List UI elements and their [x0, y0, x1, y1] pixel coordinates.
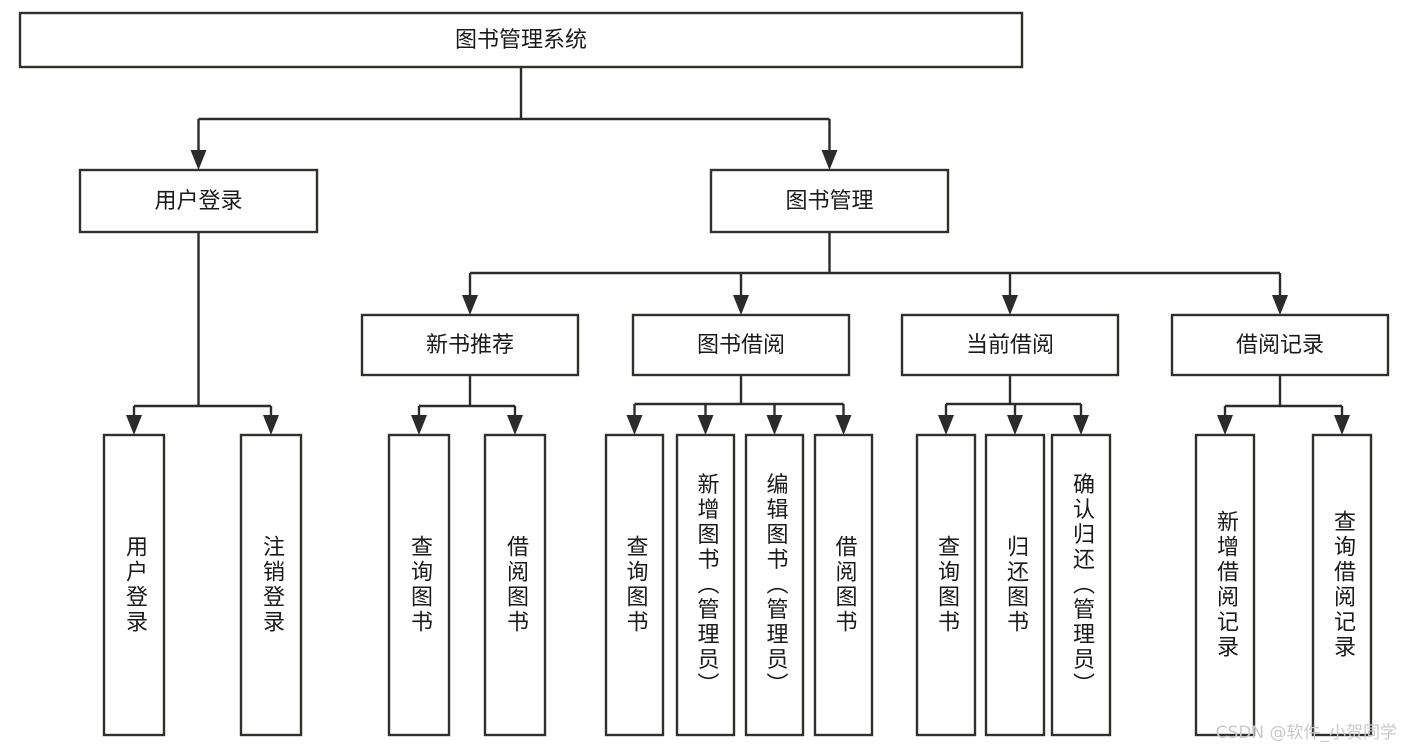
leaf-user-login-box — [102, 433, 166, 737]
arrowhead-leaf-edit-book-admin — [766, 415, 783, 435]
arrowhead-new-book-recommend — [462, 295, 478, 315]
node-book-manage-label: 图书管理 — [785, 189, 873, 214]
arrowhead-user-login — [190, 150, 207, 170]
leaf-add-book-admin[interactable]: 新增图书（管理员） — [675, 433, 736, 737]
leaf-add-borrow-record-label: 新增借阅记录 — [1213, 510, 1239, 660]
leaf-logout[interactable]: 注销登录 — [239, 433, 303, 737]
node-current-borrow-box — [900, 313, 1120, 377]
node-borrow-record-box — [1170, 313, 1390, 377]
arrowhead-leaf-borrow-book — [835, 415, 852, 435]
leaf-edit-book-admin-label: 编辑图书（管理员） — [763, 473, 789, 698]
leaf-query-book-recommend[interactable]: 查询图书 — [387, 433, 451, 737]
node-book-borrow-label: 图书借阅 — [697, 333, 785, 358]
leaf-return-book-label: 归还图书 — [1003, 535, 1029, 635]
arrowhead-borrow-record — [1272, 295, 1288, 315]
node-book-borrow[interactable]: 图书借阅 — [631, 313, 851, 377]
leaf-borrow-book[interactable]: 借阅图书 — [813, 433, 874, 737]
node-new-book-recommend[interactable]: 新书推荐 — [360, 313, 580, 377]
arrowhead-leaf-query-borrow-record — [1334, 415, 1350, 435]
leaf-edit-book-admin[interactable]: 编辑图书（管理员） — [744, 433, 805, 737]
leaf-edit-book-admin-box — [744, 433, 805, 737]
leaf-borrow-book-label: 借阅图书 — [832, 535, 858, 635]
leaf-query-borrow-record-box — [1311, 433, 1373, 737]
node-root-box — [18, 11, 1024, 69]
leaf-query-book-recommend-label: 查询图书 — [407, 535, 433, 635]
leaf-confirm-return-admin-box — [1050, 433, 1112, 737]
leaf-user-login[interactable]: 用户登录 — [102, 433, 166, 737]
arrowhead-leaf-return-book — [1007, 415, 1023, 435]
node-user-login-box — [78, 168, 319, 234]
watermark-text: CSDN @软件_小贺同学 — [1215, 723, 1397, 743]
node-new-book-recommend-label: 新书推荐 — [426, 333, 514, 358]
leaf-add-borrow-record[interactable]: 新增借阅记录 — [1194, 433, 1256, 737]
node-borrow-record-label: 借阅记录 — [1236, 333, 1324, 358]
arrowhead-book-manage — [821, 150, 838, 170]
node-current-borrow[interactable]: 当前借阅 — [900, 313, 1120, 377]
node-new-book-recommend-box — [360, 313, 580, 377]
arrowhead-leaf-query-book-current — [938, 415, 954, 435]
arrowhead-leaf-add-book-admin — [697, 415, 714, 435]
arrowhead-leaf-query-book-recommend — [411, 415, 427, 435]
node-book-manage[interactable]: 图书管理 — [709, 168, 950, 234]
leaf-return-book[interactable]: 归还图书 — [984, 433, 1046, 737]
connector-layer — [126, 67, 1350, 435]
node-user-login[interactable]: 用户登录 — [78, 168, 319, 234]
leaf-user-login-label: 用户登录 — [122, 535, 148, 635]
leaf-query-book-current[interactable]: 查询图书 — [915, 433, 977, 737]
arrowhead-current-borrow — [1002, 295, 1018, 315]
leaf-query-borrow-record-label: 查询借阅记录 — [1330, 510, 1356, 660]
leaf-query-book-current-label: 查询图书 — [934, 535, 960, 635]
leaf-borrow-book-recommend[interactable]: 借阅图书 — [483, 433, 547, 737]
leaf-add-book-admin-box — [675, 433, 736, 737]
arrowhead-leaf-add-borrow-record — [1217, 415, 1233, 435]
leaf-confirm-return-admin-label: 确认归还（管理员） — [1069, 473, 1095, 698]
leaf-logout-label: 注销登录 — [259, 535, 285, 635]
node-borrow-record[interactable]: 借阅记录 — [1170, 313, 1390, 377]
leaf-add-book-admin-label: 新增图书（管理员） — [694, 473, 720, 698]
arrowhead-leaf-query-book-borrow — [626, 415, 643, 435]
leaf-query-book-borrow[interactable]: 查询图书 — [604, 433, 665, 737]
arrowhead-book-borrow — [733, 295, 749, 315]
node-book-borrow-box — [631, 313, 851, 377]
arrowhead-leaf-user-login — [126, 415, 142, 435]
leaf-query-book-borrow-label: 查询图书 — [623, 535, 649, 635]
leaf-query-book-current-box — [915, 433, 977, 737]
node-root-label: 图书管理系统 — [455, 28, 587, 53]
node-current-borrow-label: 当前借阅 — [966, 333, 1054, 358]
leaf-borrow-book-box — [813, 433, 874, 737]
arrowhead-leaf-logout — [263, 415, 279, 435]
leaf-query-book-recommend-box — [387, 433, 451, 737]
leaf-query-book-borrow-box — [604, 433, 665, 737]
arrowhead-leaf-confirm-return-admin — [1073, 415, 1089, 435]
leaf-add-borrow-record-box — [1194, 433, 1256, 737]
leaf-logout-box — [239, 433, 303, 737]
leaf-confirm-return-admin[interactable]: 确认归还（管理员） — [1050, 433, 1112, 737]
leaf-borrow-book-recommend-label: 借阅图书 — [503, 535, 529, 635]
arrowhead-leaf-borrow-book-recommend — [507, 415, 523, 435]
leaf-return-book-box — [984, 433, 1046, 737]
leaf-borrow-book-recommend-box — [483, 433, 547, 737]
node-root[interactable]: 图书管理系统 — [18, 11, 1024, 69]
node-book-manage-box — [709, 168, 950, 234]
node-user-login-label: 用户登录 — [154, 189, 242, 214]
leaf-query-borrow-record[interactable]: 查询借阅记录 — [1311, 433, 1373, 737]
